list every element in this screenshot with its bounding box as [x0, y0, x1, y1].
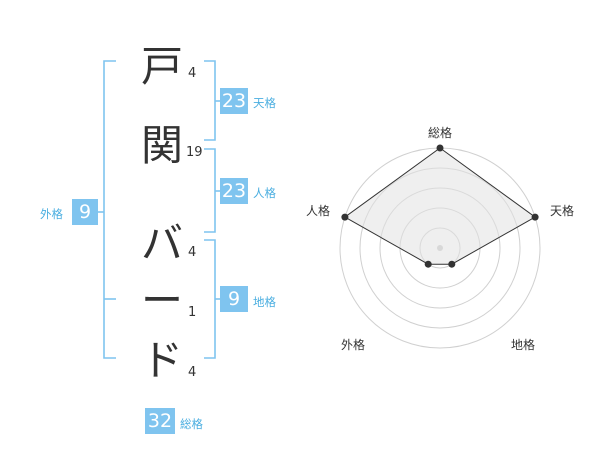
name-char-5: ド — [141, 336, 184, 385]
radar-axis-label-soukaku: 総格 — [428, 126, 453, 140]
radar-point-tenkaku — [531, 213, 539, 221]
chikaku-label: 地格 — [253, 295, 276, 309]
stroke-count-4: 1 — [188, 305, 197, 320]
gaikaku-bracket — [103, 60, 116, 359]
soukaku-value: 32 — [145, 408, 175, 434]
name-char-4: ー — [141, 276, 184, 325]
soukaku-label: 総格 — [180, 417, 203, 431]
radar-point-gaikaku — [424, 260, 432, 268]
radar-point-chikaku — [448, 260, 456, 268]
name-char-1: 戸 — [141, 42, 184, 91]
gaikaku-label: 外格 — [40, 207, 63, 221]
stroke-count-2: 19 — [186, 145, 203, 160]
radar-point-soukaku — [436, 144, 444, 152]
radar-axis-label-chikaku: 地格 — [511, 338, 536, 352]
jinkaku-value: 23 — [220, 178, 248, 204]
name-char-3: バ — [141, 219, 184, 268]
tenkaku-value: 23 — [220, 88, 248, 114]
radar-point-jinkaku — [341, 213, 349, 221]
radar-axis-label-jinkaku: 人格 — [306, 204, 331, 218]
stroke-count-3: 4 — [188, 245, 197, 260]
tenkaku-label: 天格 — [253, 96, 276, 110]
radar-axis-label-tenkaku: 天格 — [550, 204, 575, 218]
chikaku-value: 9 — [220, 286, 248, 312]
gaikaku-value: 9 — [72, 199, 98, 225]
radar-axis-label-gaikaku: 外格 — [341, 338, 366, 352]
name-char-2: 関 — [141, 121, 184, 170]
stroke-count-5: 4 — [188, 365, 197, 380]
jinkaku-label: 人格 — [253, 186, 276, 200]
radar-shape — [343, 147, 537, 265]
stroke-count-1: 4 — [188, 66, 197, 81]
